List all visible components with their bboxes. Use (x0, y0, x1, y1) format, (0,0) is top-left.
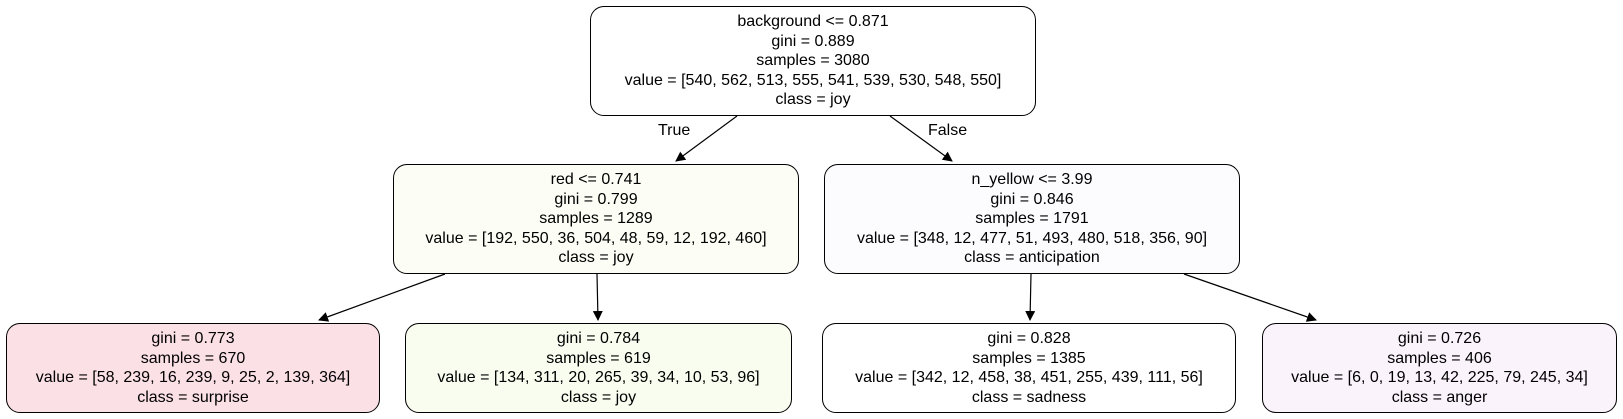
node-samples: samples = 670 (140, 349, 246, 367)
tree-node-root: background <= 0.871 gini = 0.889 samples… (590, 6, 1036, 116)
tree-node-left: red <= 0.741 gini = 0.799 samples = 1289… (393, 164, 799, 274)
edge-right-rightleft (1025, 273, 1036, 321)
node-class: class = joy (775, 91, 851, 109)
node-value: value = [540, 562, 513, 555, 541, 539, 5… (624, 71, 1002, 89)
edge-label-true: True (658, 122, 691, 139)
node-gini: gini = 0.846 (990, 190, 1074, 208)
node-value: value = [58, 239, 16, 239, 9, 25, 2, 139… (35, 369, 351, 386)
edge-left-leftright (592, 273, 603, 321)
node-split-rule: n_yellow <= 3.99 (971, 171, 1093, 189)
tree-leaf-left-right: gini = 0.784 samples = 619 value = [134,… (405, 323, 792, 413)
edge-root-left (675, 115, 738, 162)
node-value: value = [6, 0, 19, 13, 42, 225, 79, 245,… (1291, 369, 1588, 386)
node-gini: gini = 0.799 (554, 190, 638, 208)
node-gini: gini = 0.773 (151, 330, 235, 347)
node-samples: samples = 406 (1387, 349, 1492, 367)
node-samples: samples = 619 (546, 349, 651, 367)
node-samples: samples = 1289 (539, 210, 653, 228)
node-split-rule: background <= 0.871 (737, 13, 889, 31)
node-class: class = sadness (971, 388, 1087, 406)
node-gini: gini = 0.828 (987, 330, 1071, 347)
node-class: class = joy (560, 388, 637, 406)
node-value: value = [192, 550, 36, 504, 48, 59, 12, … (425, 229, 767, 247)
edge-root-right (889, 115, 953, 162)
node-value: value = [348, 12, 477, 51, 493, 480, 518… (856, 229, 1208, 247)
node-gini: gini = 0.784 (556, 330, 641, 347)
tree-leaf-right-right: gini = 0.726 samples = 406 value = [6, 0… (1262, 323, 1617, 413)
edge-left-leftleft (318, 273, 446, 322)
node-value: value = [342, 12, 458, 38, 451, 255, 439… (855, 369, 1203, 386)
edge-label-false: False (928, 122, 968, 139)
node-samples: samples = 3080 (756, 52, 870, 70)
node-class: class = surprise (137, 388, 249, 406)
node-value: value = [134, 311, 20, 265, 39, 34, 10, … (437, 369, 760, 386)
node-samples: samples = 1791 (975, 210, 1089, 228)
node-class: class = anger (1391, 388, 1488, 406)
node-samples: samples = 1385 (972, 349, 1086, 367)
node-gini: gini = 0.726 (1397, 330, 1482, 347)
tree-leaf-right-left: gini = 0.828 samples = 1385 value = [342… (822, 323, 1236, 413)
tree-leaf-left-left: gini = 0.773 samples = 670 value = [58, … (6, 323, 380, 413)
tree-node-right: n_yellow <= 3.99 gini = 0.846 samples = … (824, 164, 1240, 274)
node-class: class = anticipation (964, 249, 1100, 267)
edge-right-rightright (1183, 273, 1317, 322)
node-gini: gini = 0.889 (771, 32, 855, 50)
node-class: class = joy (558, 249, 634, 267)
node-split-rule: red <= 0.741 (550, 171, 642, 189)
